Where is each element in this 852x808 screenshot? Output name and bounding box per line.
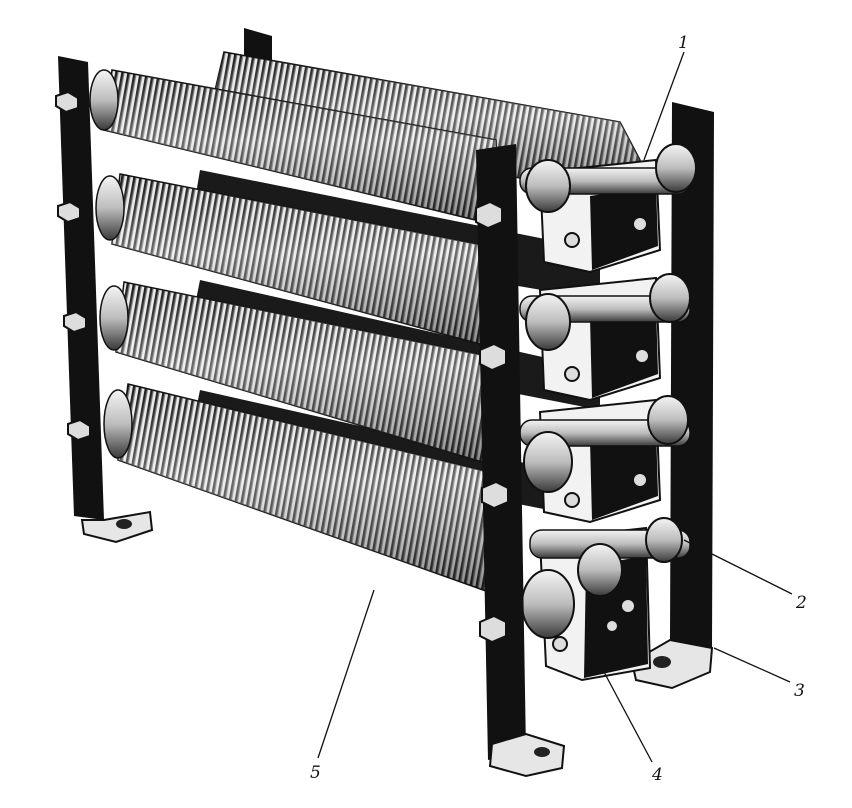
leader-line-1 xyxy=(643,51,685,161)
leader-lines xyxy=(317,51,793,763)
resistor-element-2 xyxy=(95,173,503,351)
callout-2: 2 xyxy=(795,593,807,613)
terminal-assembly xyxy=(519,143,697,682)
front-right-support-strip xyxy=(475,144,566,778)
leader-line-4 xyxy=(603,671,653,763)
insulator-stack-3 xyxy=(519,395,691,493)
terminal-nuts xyxy=(552,216,650,652)
callout-labels: 1 2 3 4 5 xyxy=(310,33,807,785)
leader-line-2 xyxy=(683,539,793,595)
resistor-element-1 xyxy=(89,69,501,227)
right-strip-nuts xyxy=(475,200,509,644)
resistor-element-3 xyxy=(99,281,503,470)
leader-line-3 xyxy=(713,647,791,683)
callout-1: 1 xyxy=(678,33,689,53)
resistor-element-5 xyxy=(103,383,501,598)
front-left-support-strip xyxy=(55,56,154,544)
callout-3: 3 xyxy=(794,681,805,701)
insulator-stack-1 xyxy=(519,143,697,213)
insulator-stack-4 xyxy=(521,517,691,639)
leader-line-5 xyxy=(317,589,375,759)
left-strip-nuts xyxy=(55,90,91,442)
rear-right-support-strip xyxy=(630,102,714,690)
insulator-stack-2 xyxy=(519,273,691,351)
callout-5: 5 xyxy=(310,763,321,783)
callout-4: 4 xyxy=(651,765,663,785)
